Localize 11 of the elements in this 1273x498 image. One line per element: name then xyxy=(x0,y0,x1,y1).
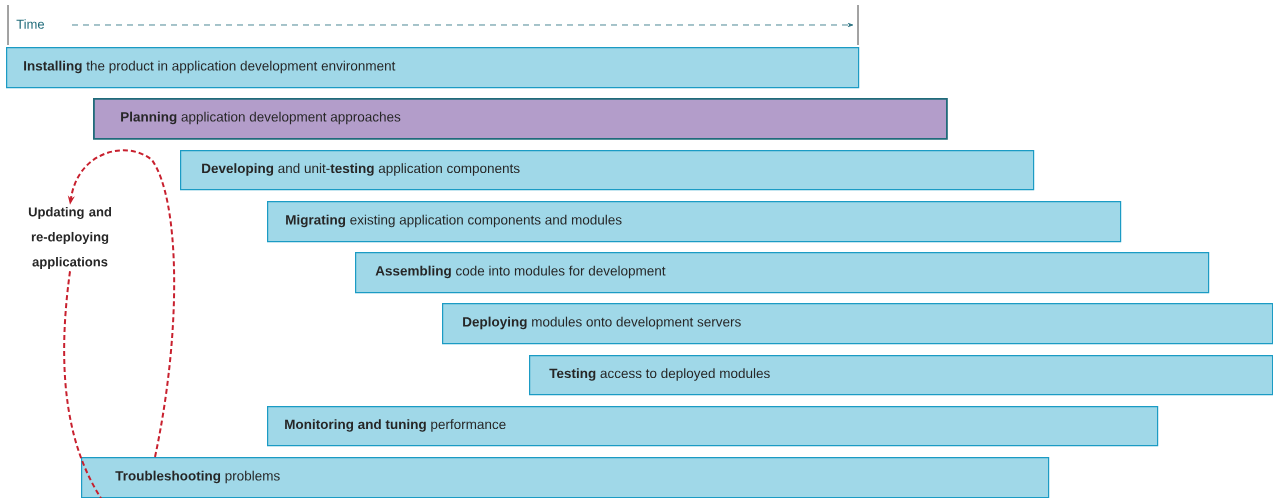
task-bar: Developing and unit-testing application components xyxy=(180,150,1035,191)
task-bar: Monitoring and tuning performance xyxy=(267,406,1159,447)
task-bar: Installing the product in application development environment xyxy=(6,47,860,89)
note-text: Updating and re-deploying applications xyxy=(28,206,112,270)
highlighted-task-bar: Planning application development approaches xyxy=(93,98,948,140)
task-bar: Deploying modules onto development servers xyxy=(442,303,1273,345)
task-bar: Assembling code into modules for development xyxy=(355,252,1210,294)
axis-label: Time xyxy=(16,19,45,29)
task-bar: Migrating existing application components and modules xyxy=(267,201,1122,243)
task-bar: Testing access to deployed modules xyxy=(529,355,1273,396)
task-bar: Troubleshooting problems xyxy=(81,457,1050,498)
